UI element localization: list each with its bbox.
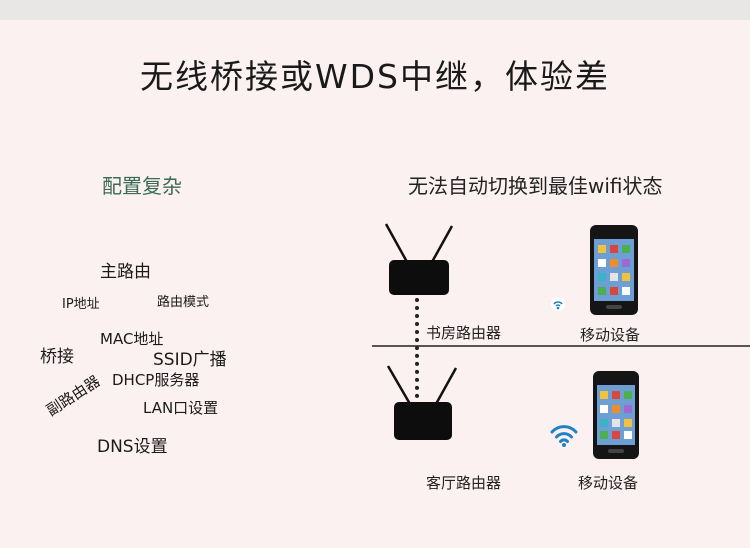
right-heading: 无法自动切换到最佳wifi状态 bbox=[408, 174, 663, 198]
word-sub-router: 副路由器 bbox=[43, 371, 104, 420]
word-bridge: 桥接 bbox=[40, 347, 74, 367]
top-bar bbox=[0, 0, 750, 20]
bottom-router-label: 客厅路由器 bbox=[426, 474, 502, 492]
top-router-label: 书房路由器 bbox=[426, 324, 502, 342]
bottom-device-label: 移动设备 bbox=[578, 474, 639, 492]
page-title: 无线桥接或WDS中继，体验差 bbox=[140, 57, 610, 96]
left-heading: 配置复杂 bbox=[102, 174, 182, 198]
wifi-signal-icon bbox=[550, 425, 578, 447]
word-lan-settings: LAN口设置 bbox=[143, 399, 219, 417]
word-dhcp-server: DHCP服务器 bbox=[112, 371, 200, 389]
room-divider bbox=[372, 345, 750, 347]
smartphone-icon bbox=[590, 225, 638, 315]
smartphone-icon bbox=[593, 371, 639, 459]
top-device-label: 移动设备 bbox=[580, 326, 641, 344]
router-icon bbox=[386, 365, 458, 440]
word-ip-address: IP地址 bbox=[62, 297, 100, 312]
wifi-signal-icon bbox=[551, 297, 565, 311]
word-ssid-broadcast: SSID广播 bbox=[153, 350, 227, 370]
word-dns-settings: DNS设置 bbox=[97, 437, 168, 457]
wds-link-dots bbox=[415, 298, 419, 398]
router-icon bbox=[384, 223, 454, 295]
word-router-mode: 路由模式 bbox=[157, 295, 210, 310]
word-main-router: 主路由 bbox=[100, 262, 151, 282]
word-mac-address: MAC地址 bbox=[100, 330, 164, 348]
